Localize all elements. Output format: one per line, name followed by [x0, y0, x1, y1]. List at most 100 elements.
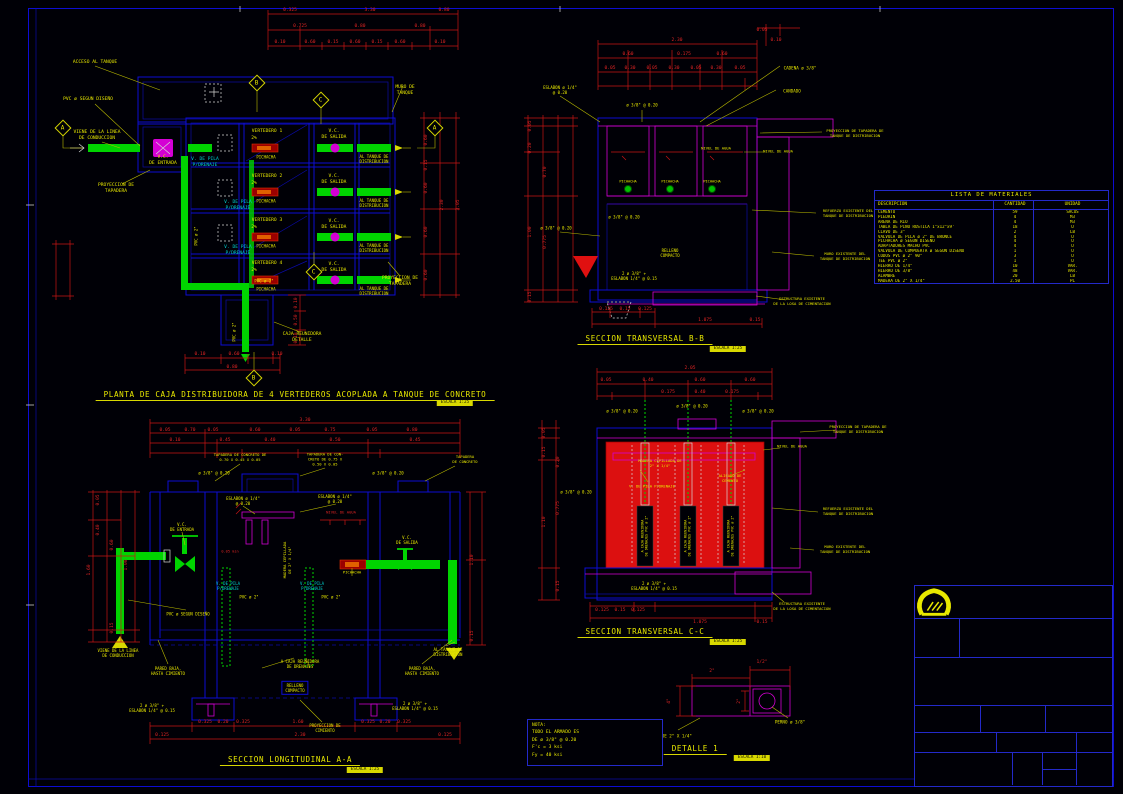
cad-label: 0.60	[424, 226, 430, 238]
cad-label: REFUERZO EXISTENTE DEL TANQUE DE DISTRIB…	[822, 208, 874, 218]
cad-label: AL TANQUE DE DISTRIBUCION	[359, 285, 389, 296]
cad-label: 0.05	[542, 427, 548, 439]
cad-label: 0.50	[329, 438, 341, 444]
cad-label: PROYECCION DE CIMIENTO	[309, 722, 341, 733]
planta-scale: ESCALA 1:25	[436, 400, 474, 406]
nota-line: TODO EL ARMADO ES	[532, 730, 580, 736]
cad-label: MURO DE TANQUE	[395, 85, 415, 96]
cad-label: 2%	[251, 136, 257, 142]
cad-label: ø 3/8" @ 0.20	[742, 408, 774, 414]
unepar-logo	[915, 588, 960, 657]
cad-label: PROYECCION DE TAPADERA	[98, 183, 134, 194]
cad-label: AL TANQUE DE DISTRIBUCION	[359, 153, 389, 164]
cad-label: 0.60	[228, 352, 240, 358]
cad-label: 1.075	[698, 318, 712, 324]
cad-label: 0.60	[622, 52, 634, 58]
cad-label: ESTRUCTURA EXISTENTE DE LA LOSA DE CIMEN…	[773, 601, 831, 611]
organization-header	[915, 586, 1112, 619]
cad-label: 0.15	[614, 608, 626, 614]
cad-label: ESLABON ø 1/4" @ 0.20	[226, 495, 260, 506]
cad-label: 0.10	[294, 332, 300, 344]
cad-label: 1.075	[693, 620, 707, 626]
cad-label: RELLENO COMPACTO	[660, 247, 680, 258]
cad-label: VIENE DE LA LINEA DE CONDUCCION	[97, 647, 139, 658]
cad-label: 3.30	[364, 8, 376, 14]
cad-label: PICHACHA	[256, 286, 276, 292]
cad-label: REFUERZO EXISTENTE DEL TANQUE DE DISTRIB…	[822, 506, 874, 516]
materials-table-title: LISTA DE MATERIALES	[875, 191, 1108, 201]
cad-label: 0.05	[159, 428, 171, 434]
cad-label: 0.20	[528, 142, 534, 154]
nota-line: DE ø 3/8" @ 0.20	[532, 737, 577, 743]
cad-label: 1.60	[87, 564, 93, 576]
cad-label: 0.125	[155, 733, 169, 739]
cad-label: 0.60	[716, 52, 728, 58]
cad-label: 2 ø 3/8" + ESLABON 1/4" @ 0.15	[392, 700, 438, 711]
cad-label: V. DE PILA P/DRENAJE	[215, 580, 241, 591]
cad-label: 0.40	[264, 438, 276, 444]
cad-label: PICHACHA	[256, 243, 276, 249]
cad-label: PICHACHA	[256, 198, 276, 204]
cad-label: PVC ø 2"	[193, 226, 199, 246]
cad-label: 0.05 min	[221, 549, 239, 554]
cad-label: 2.05	[684, 366, 696, 372]
cad-label: 0.80	[226, 365, 238, 371]
cad-label: 4"	[667, 698, 673, 704]
cad-label: PICHACHA	[661, 179, 679, 184]
cad-label: V.C. DE SALIDA	[321, 262, 347, 273]
cad-label: V. DE PILA P/DRENAJE	[224, 245, 252, 256]
cad-label: PARED BAJA, HASTA CIMIENTO	[405, 665, 439, 676]
nota-box: NOTA: TODO EL ARMADO ES DE ø 3/8" @ 0.20…	[527, 719, 663, 766]
cad-label: VERTEDERO 3	[251, 218, 283, 224]
seccion-aa-scale: ESCALA 1:25	[346, 767, 384, 773]
cad-label: 0.45	[409, 438, 421, 444]
materials-table-header: DESCRIPCION CANTIDAD UNIDAD	[875, 201, 1108, 210]
cad-label: TAPADERA DE CONCRETO DE 0.70 X 0.45 X 0.…	[213, 452, 267, 462]
cad-label: 0.05	[207, 428, 219, 434]
cad-label: 0.15	[542, 446, 548, 458]
cad-label: 0.05	[734, 66, 746, 72]
cad-label: PICHACHA	[256, 154, 276, 160]
cad-label: 0.45	[219, 438, 231, 444]
cad-label: VERTEDERO 4	[251, 261, 283, 267]
cad-label: TAPADERA DE CON- CRETO DE 0.75 X 0.50 X …	[306, 451, 344, 467]
cad-label: 2 ø 3/8" + ESLABON 1/4" @ 0.15	[129, 702, 175, 713]
cad-label: 0.325	[361, 720, 375, 726]
cad-label: 0.10	[271, 352, 283, 358]
cad-label: PICHACHA	[703, 179, 721, 184]
cad-label: RELLENO COMPACTO	[281, 680, 309, 696]
cad-label: 0.80	[438, 8, 450, 14]
cad-label: 0.60	[249, 428, 261, 434]
cad-label: 0.30	[624, 66, 636, 72]
cad-label: 0.175	[725, 390, 739, 396]
cad-label: PVC ø 2"	[239, 594, 259, 600]
cad-label: AL TANQUE DE DISTRIBUCION	[433, 646, 463, 657]
field-autoricese	[915, 753, 1013, 785]
cad-label: V.C. DE SALIDA	[396, 534, 418, 545]
project-title	[915, 658, 1112, 706]
planta-linework	[52, 10, 460, 374]
cad-label: 2%	[251, 268, 257, 274]
cad-label: 0.40	[694, 390, 706, 396]
cad-label: 0.60	[110, 539, 116, 551]
cad-label: 0.175	[661, 390, 675, 396]
cad-label: 0.80	[406, 428, 418, 434]
field-aprobo	[915, 733, 997, 752]
cad-label: 0.15	[110, 622, 116, 634]
cad-label: NIVEL DE AGUA	[777, 443, 807, 449]
cad-label: 2"	[709, 669, 715, 675]
cad-label: PVC ø 2"	[321, 594, 341, 600]
cad-label: 0.60	[424, 134, 430, 146]
cad-label: V. DE PILA P/DRENAJE	[224, 200, 252, 211]
seccion-cc-title: SECCION TRANSVERSAL C-C	[577, 627, 713, 638]
cad-label: 0.15	[470, 630, 476, 642]
cad-label: 1/2"	[756, 660, 768, 666]
